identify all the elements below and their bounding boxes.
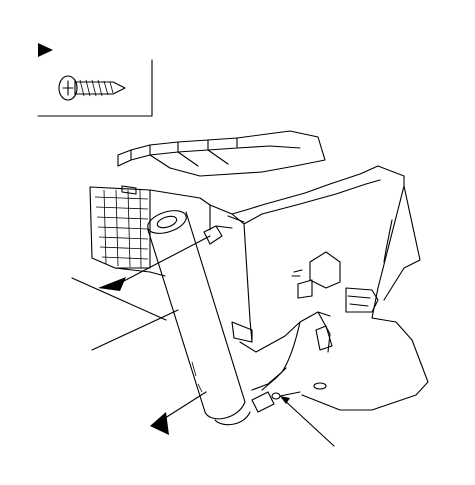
left-leader-line-2	[91, 309, 179, 351]
left-leader-line-1	[71, 277, 167, 321]
top-mount-tab	[203, 225, 233, 245]
upper-pointer-triangle	[98, 277, 126, 291]
side-bracket	[345, 287, 379, 313]
right-leader-line	[281, 397, 335, 447]
upper-leader-line	[119, 235, 211, 284]
callouts	[71, 235, 335, 447]
main-housing	[199, 165, 429, 411]
inset-frame	[37, 59, 153, 117]
top-louvre-panel	[117, 130, 326, 177]
cylinder-tube	[147, 210, 251, 426]
lower-bracket	[231, 311, 333, 413]
front-grille	[89, 185, 201, 277]
phillips-screw-icon	[58, 75, 126, 101]
lower-pointer-triangle	[150, 412, 169, 435]
right-pointer-arrow	[280, 396, 290, 404]
lower-leader-line	[161, 391, 207, 421]
inset-marker-triangle	[38, 43, 53, 57]
assembly	[89, 130, 429, 426]
screw-inset	[37, 43, 153, 117]
connector-tab	[291, 251, 341, 299]
